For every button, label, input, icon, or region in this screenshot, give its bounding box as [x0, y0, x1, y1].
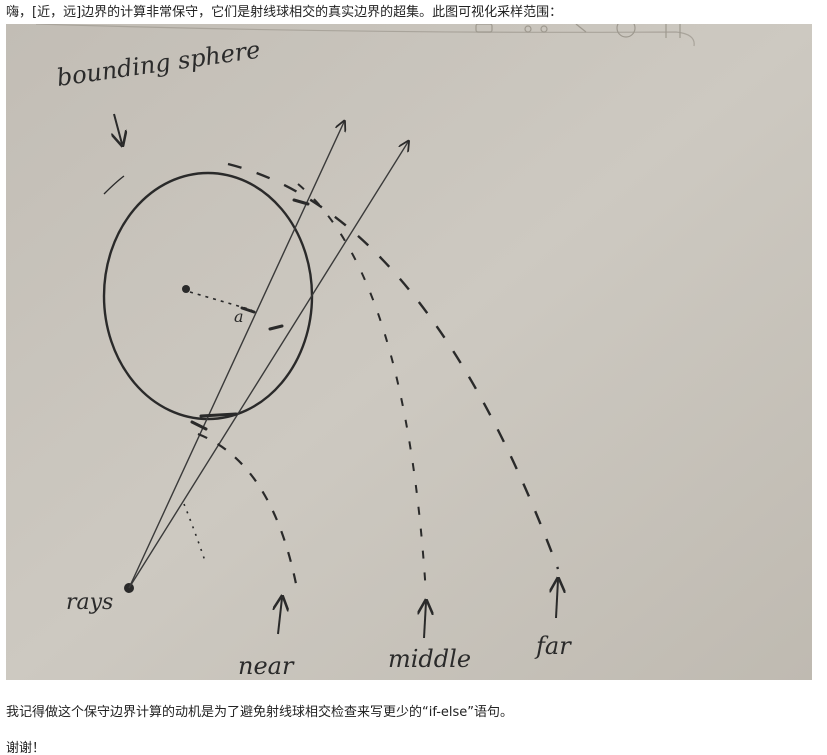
sphere-label-arrow — [114, 113, 122, 144]
intersection-ticks — [190, 198, 310, 431]
sphere-center — [182, 285, 190, 293]
radius-label: a — [234, 307, 244, 326]
near-arrow — [278, 598, 282, 635]
ray-2 — [128, 142, 408, 589]
motivation-paragraph: 我记得做这个保守边界计算的动机是为了避免射线球相交检查来写更少的“if-else… — [6, 705, 514, 720]
rays-label: rays — [66, 590, 113, 615]
faint-icons — [475, 24, 681, 38]
middle-arrow — [424, 602, 426, 639]
far-label: far — [534, 632, 572, 660]
sketch-photo: bounding sphere rays near middle far a — [6, 24, 812, 680]
middle-arc — [297, 183, 427, 595]
near-label: near — [238, 652, 295, 680]
thanks-paragraph: 谢谢！ — [6, 741, 46, 755]
radius-line — [189, 291, 253, 311]
middle-label: middle — [388, 645, 471, 673]
intro-paragraph: 嗨，[近，远]边界的计算非常保守，它们是射线球相交的真实边界的超集。此图可视化采… — [6, 5, 563, 20]
sketch-drawing: bounding sphere rays near middle far a — [6, 24, 812, 680]
ray-1 — [128, 122, 344, 589]
paper-background — [6, 24, 812, 680]
far-arrow — [556, 580, 558, 619]
